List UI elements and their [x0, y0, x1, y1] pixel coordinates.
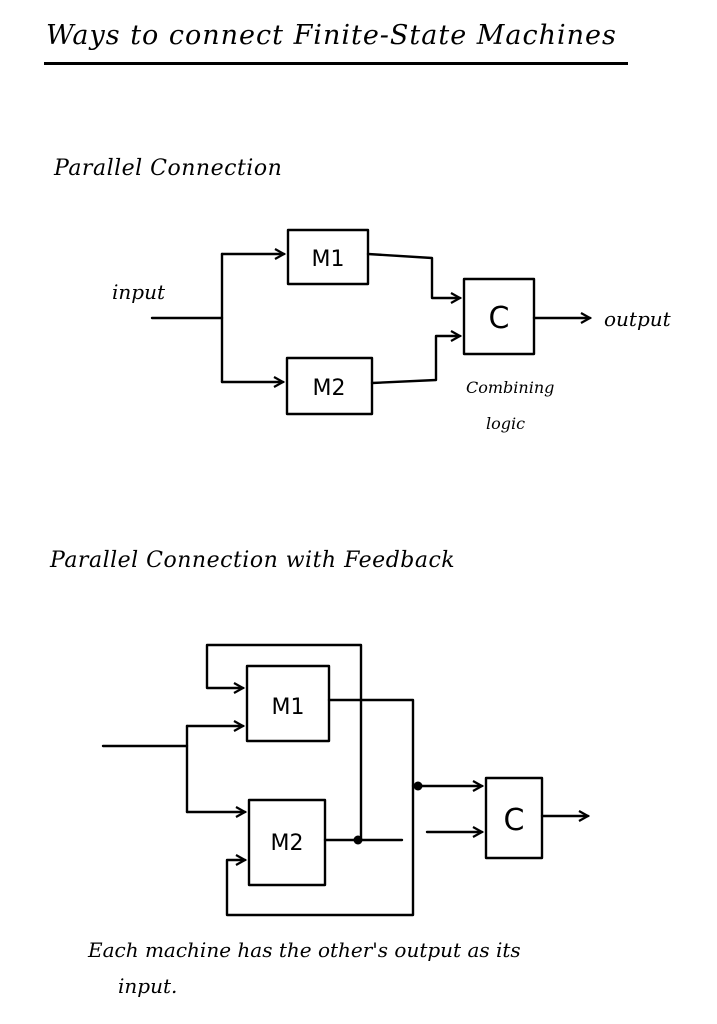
m2-box — [285, 356, 374, 416]
feedback-caption-line1: Each machine has the other's output as i… — [88, 938, 521, 962]
input-label: input — [112, 280, 165, 304]
m1-box — [286, 228, 370, 286]
fb-m1-box — [245, 664, 331, 743]
fb-m1-label: M1 — [272, 695, 305, 720]
m2-label: M2 — [313, 376, 346, 401]
feedback-caption-line2: input. — [118, 974, 178, 998]
fb-c-box — [484, 776, 544, 860]
page-title: Ways to connect Finite-State Machines — [46, 20, 617, 51]
fb-m2-box — [247, 798, 327, 887]
fb-m2-label: M2 — [271, 831, 304, 856]
parallel-heading: Parallel Connection — [54, 156, 283, 181]
fb-c-label: C — [504, 803, 525, 838]
c-label: C — [489, 301, 510, 336]
combiner-caption-line2: logic — [486, 414, 526, 433]
m1-out-wire — [225, 698, 415, 917]
feedback-heading: Parallel Connection with Feedback — [50, 548, 456, 573]
m1-to-c-wire — [366, 252, 460, 298]
m2-feedback-up-wire — [205, 643, 363, 842]
title-underline — [44, 62, 628, 65]
m1-junction-dot — [413, 781, 423, 791]
output-label: output — [604, 307, 671, 331]
combiner-caption-line1: Combining — [466, 378, 555, 397]
m2-junction-dot — [353, 835, 363, 845]
m2-to-c-wire — [370, 336, 460, 385]
m1-label: M1 — [312, 247, 345, 272]
c-box — [462, 277, 536, 356]
